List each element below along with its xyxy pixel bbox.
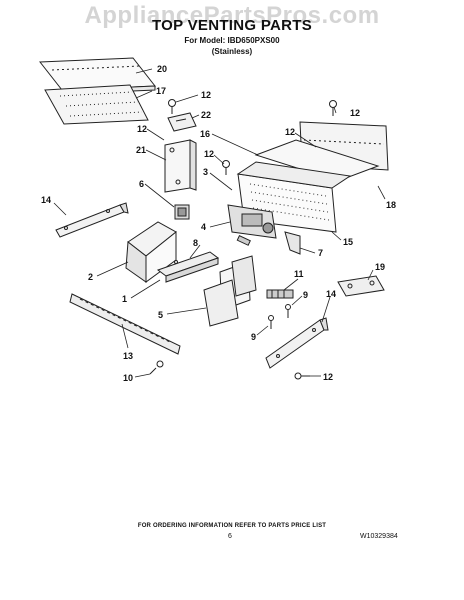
callout-4: 4: [201, 222, 206, 232]
callout-19: 19: [375, 262, 385, 272]
callout-10: 10: [123, 373, 133, 383]
screw-12-right-top: [329, 100, 337, 116]
part-11-terminal-block: [266, 289, 294, 299]
part-14-bracket-right: [265, 317, 329, 369]
ordering-note: FOR ORDERING INFORMATION REFER TO PARTS …: [137, 523, 327, 529]
callout-3: 3: [203, 167, 208, 177]
screw-12-left-mid: [222, 160, 230, 175]
part-21-bracket: [164, 139, 197, 193]
callout-12-a: 12: [201, 90, 211, 100]
part-4-blower: [227, 204, 277, 239]
callout-12-c: 12: [204, 149, 214, 159]
callout-labels: 20 17 12 22 12 21 12 12 16 12 3 6 14 18 …: [41, 64, 396, 383]
part-19-bracket: [337, 275, 385, 297]
callout-12-b: 12: [137, 124, 147, 134]
callout-14-b: 14: [326, 289, 336, 299]
part-13-rail: [69, 293, 181, 355]
callout-17: 17: [156, 86, 166, 96]
part-22-bracket: [167, 112, 197, 132]
callout-12-f: 12: [323, 372, 333, 382]
callout-14-a: 14: [41, 195, 51, 205]
callout-12-d: 12: [350, 108, 360, 118]
screw-9-lower: [268, 315, 274, 329]
part-5-duct-transition: [203, 255, 257, 327]
callout-7: 7: [318, 248, 323, 258]
part-14-bracket-left: [55, 202, 129, 238]
part-7-clip: [284, 231, 301, 255]
screw-12-upper: [168, 99, 176, 114]
callout-20: 20: [157, 64, 167, 74]
callout-13: 13: [123, 351, 133, 361]
callout-16: 16: [200, 129, 210, 139]
leader-lines: [53, 68, 386, 378]
watermark: AppliancePartsPros.com: [84, 2, 380, 29]
callout-22: 22: [201, 110, 211, 120]
callout-8: 8: [193, 238, 198, 248]
page-title: TOP VENTING PARTS: [151, 17, 313, 34]
callout-9-a: 9: [303, 290, 308, 300]
callout-2: 2: [88, 272, 93, 282]
callout-18: 18: [386, 200, 396, 210]
screw-12-bottom: [294, 372, 310, 380]
document-code: W10329384: [360, 533, 398, 540]
callout-9-b: 9: [251, 332, 256, 342]
callout-5: 5: [158, 310, 163, 320]
callout-21: 21: [136, 145, 146, 155]
model-line: For Model: IBD650PXS00: [184, 36, 280, 45]
callout-11: 11: [294, 269, 304, 279]
part-8-spacer: [236, 234, 251, 246]
screw-10: [149, 360, 164, 375]
callout-15: 15: [343, 237, 353, 247]
part-2-duct: [125, 221, 177, 283]
callout-12-e: 12: [285, 127, 295, 137]
screw-9-upper: [285, 304, 291, 318]
callout-1: 1: [122, 294, 127, 304]
finish-label: (Stainless): [211, 47, 253, 56]
part-1-tray: [156, 251, 220, 283]
part-17-insulation: [44, 84, 149, 125]
part-6-switch: [174, 204, 190, 220]
page-number: 6: [228, 533, 232, 540]
callout-6: 6: [139, 179, 144, 189]
